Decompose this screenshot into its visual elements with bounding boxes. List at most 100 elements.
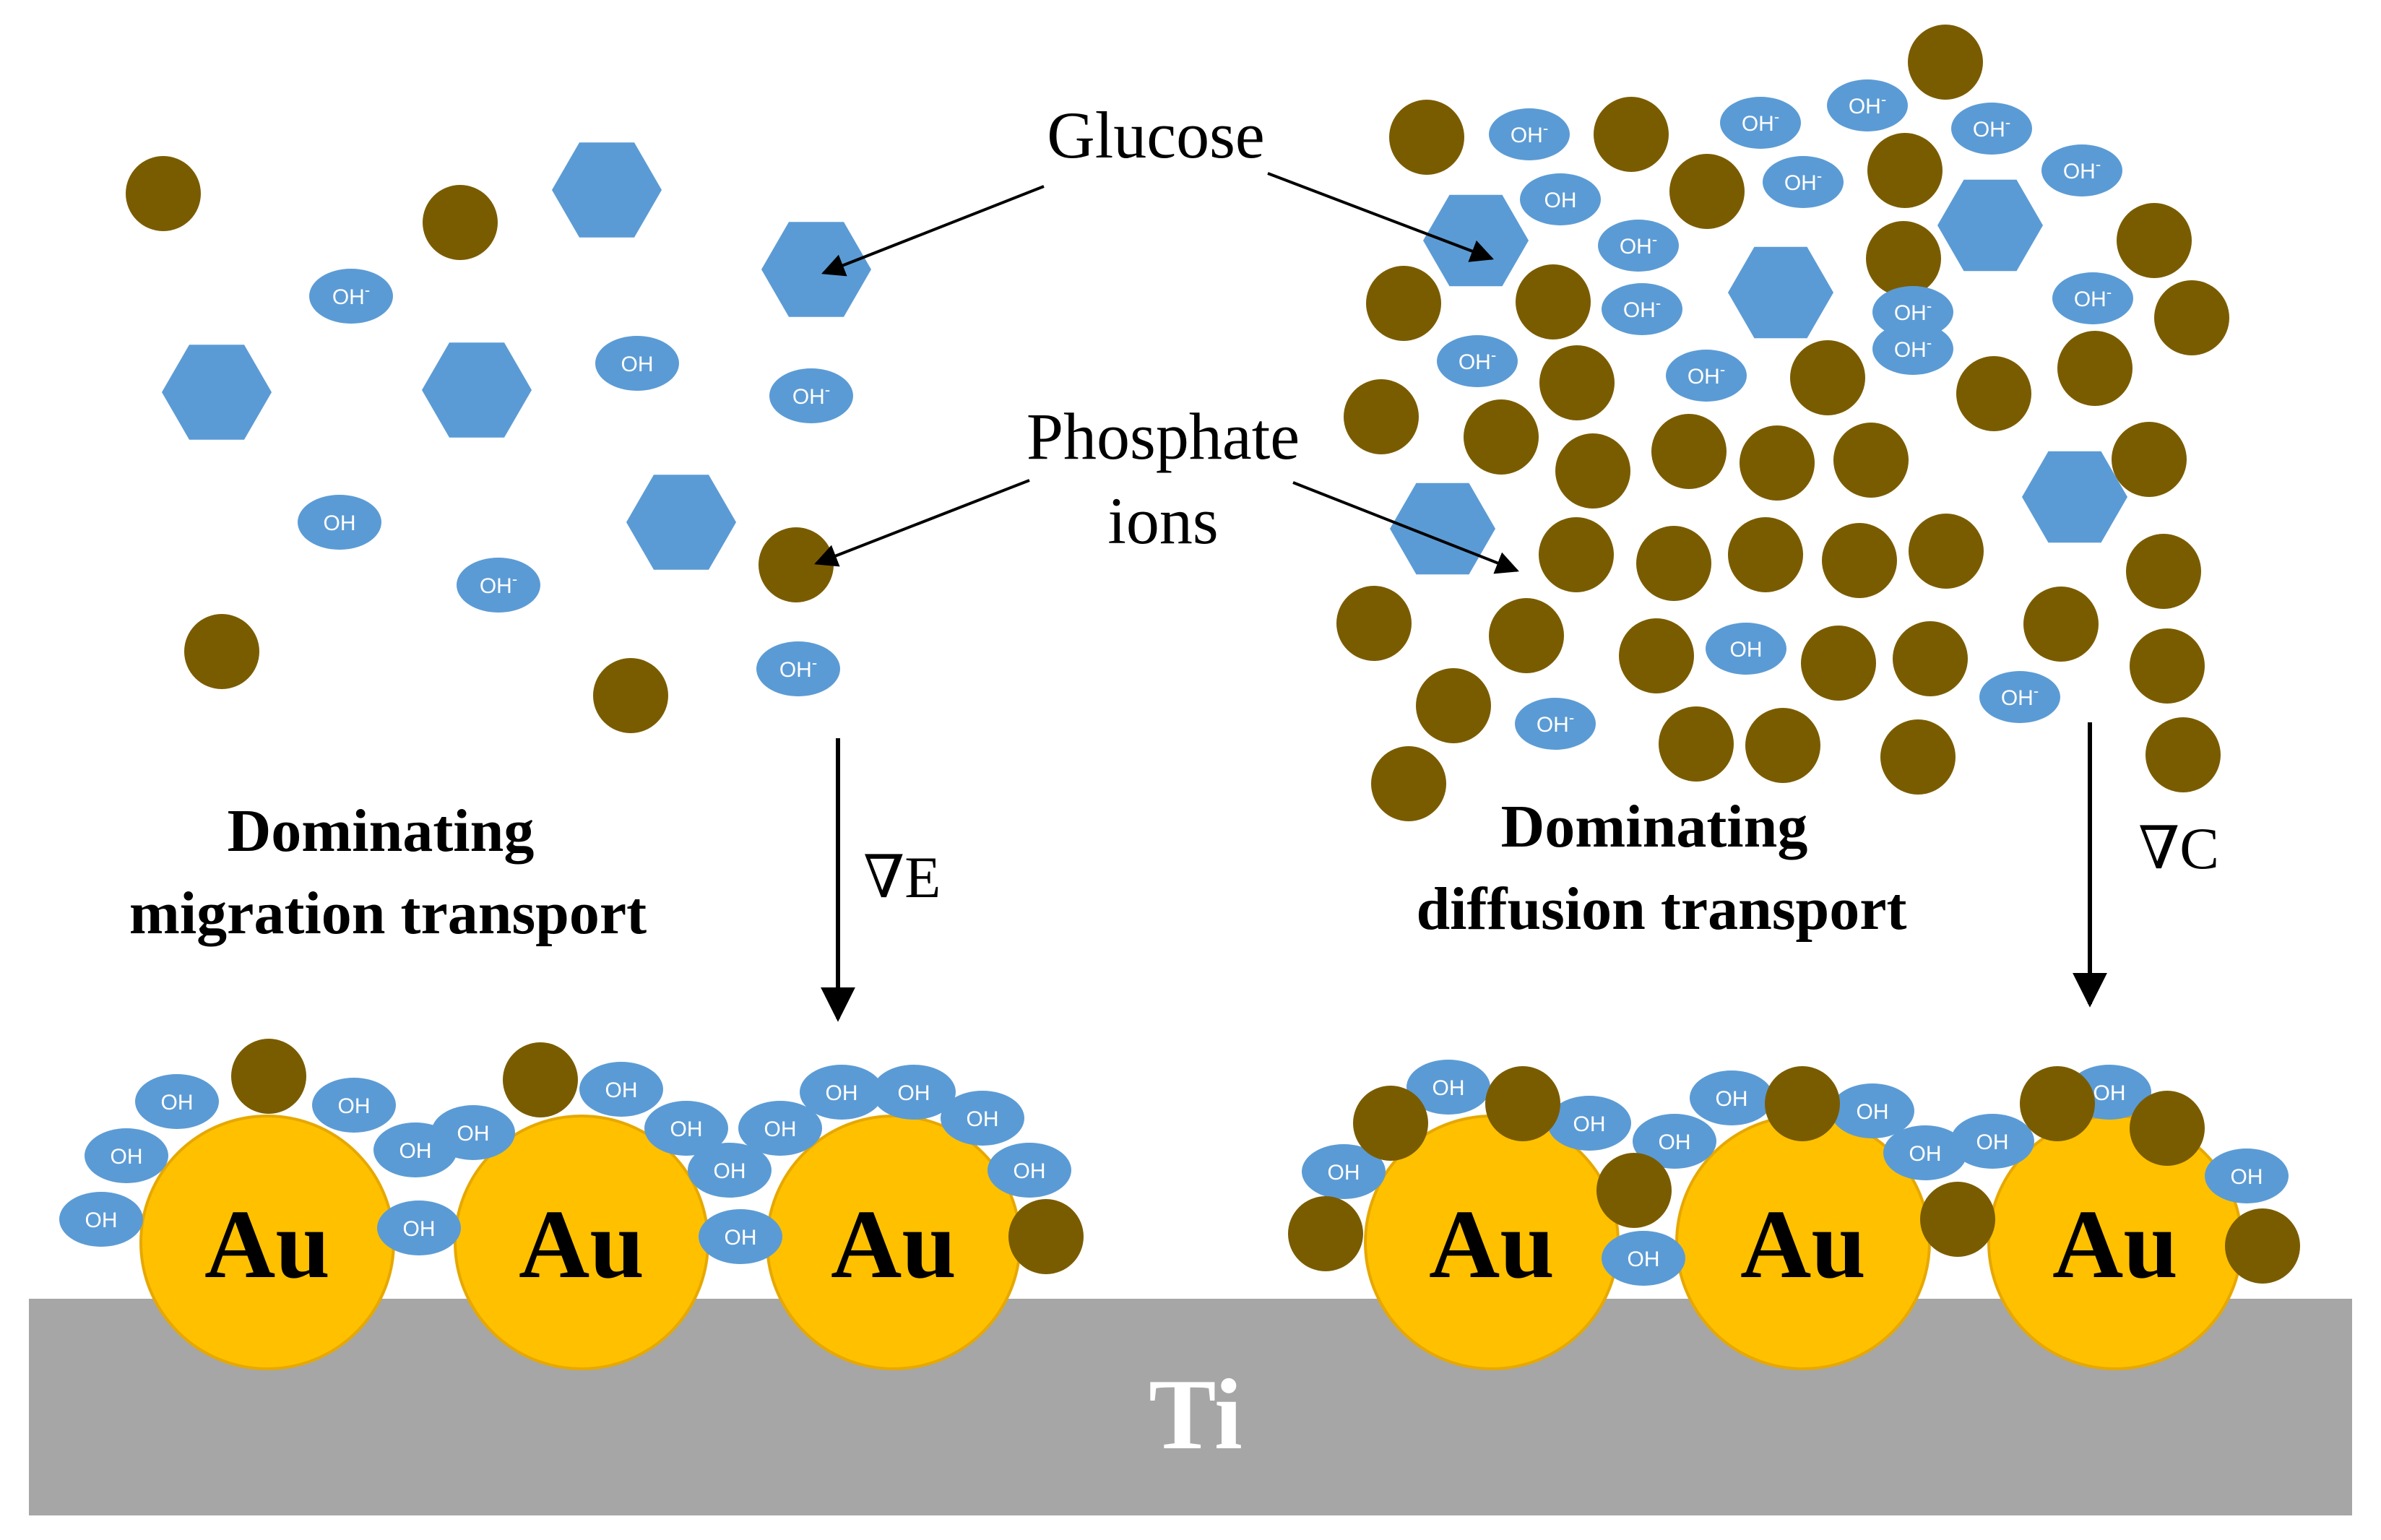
phosphate-ion	[1389, 100, 1464, 175]
hydroxide-charge: -	[2034, 682, 2039, 700]
hydroxide-charge: -	[812, 654, 817, 672]
glucose-molecule	[422, 342, 532, 438]
phosphate-ion	[2112, 422, 2187, 497]
hydroxide-shape	[2041, 144, 2122, 196]
hydroxide-shape	[738, 1101, 822, 1156]
au-label: Au	[1429, 1190, 1555, 1299]
hydroxide-label: OH	[111, 1145, 143, 1169]
hydroxide-label: OH	[967, 1107, 999, 1131]
phosphate-ion	[1651, 414, 1727, 489]
phosphate-label-line1: Phosphate	[1027, 399, 1300, 473]
hydroxide-shape	[1872, 323, 1953, 375]
hydroxide-ion: OH-	[1827, 79, 1908, 131]
phosphate-ion	[1336, 586, 1412, 661]
hydroxide-shape	[1827, 79, 1908, 131]
hydroxide-label: OH	[324, 511, 356, 535]
phosphate-ion	[2130, 1091, 2205, 1166]
phosphate-ion	[1880, 719, 1956, 795]
hydroxide-label: OH-	[1459, 346, 1496, 374]
hydroxide-ion: OH	[579, 1062, 663, 1117]
hydroxide-label: OH	[2231, 1165, 2263, 1189]
hydroxide-label: OH-	[1511, 119, 1548, 147]
hydroxide-label: OH	[725, 1226, 757, 1250]
hydroxide-shape	[1406, 1060, 1490, 1115]
hydroxide-label: OH-	[332, 281, 370, 309]
hydroxide-charge: -	[1927, 297, 1932, 315]
hydroxide-label: OH-	[480, 570, 517, 598]
au-label: Au	[204, 1190, 330, 1299]
phosphate-ion	[1659, 706, 1734, 782]
hydroxide-label: OH	[1433, 1076, 1465, 1100]
hydroxide-ion: OH	[1883, 1125, 1967, 1180]
hydroxide-shape	[1666, 350, 1747, 402]
hydroxide-shape	[1763, 156, 1844, 208]
hydroxide-shape	[431, 1105, 515, 1160]
hydroxide-shape	[1883, 1125, 1967, 1180]
hydroxide-label: OH	[621, 352, 654, 376]
hydroxide-ion: OH-	[769, 368, 853, 423]
phosphate-ion	[2023, 587, 2099, 662]
phosphate-ion	[1740, 425, 1815, 501]
hydroxide-label: OH-	[1784, 167, 1822, 195]
phosphate-ion	[1956, 356, 2031, 431]
au-particle: Au	[766, 1115, 1021, 1370]
hydroxide-shape	[1720, 97, 1801, 149]
phosphate-ion	[2154, 280, 2229, 355]
hydroxide-label: OH	[1659, 1130, 1691, 1154]
hydroxide-ion: OH	[1690, 1070, 1773, 1125]
hydroxide-ion: OH-	[1872, 323, 1953, 375]
au-label: Au	[519, 1190, 644, 1299]
hydroxide-label: OH	[338, 1094, 371, 1118]
hydroxide-shape	[1690, 1070, 1773, 1125]
phosphate-ion	[1594, 97, 1669, 172]
glucose-molecule	[1423, 194, 1529, 287]
glucose-molecule	[2022, 451, 2127, 543]
phosphate-ion	[2126, 534, 2201, 609]
au-particle: Au	[1987, 1115, 2243, 1370]
hydroxide-label: OH-	[1894, 297, 1932, 325]
hydroxide-ion: OH-	[457, 558, 540, 613]
hydroxide-ion: OH-	[756, 641, 840, 696]
phosphate-ion	[503, 1042, 578, 1117]
hydroxide-ion: OH-	[1437, 335, 1518, 387]
phosphate-ion	[1833, 423, 1909, 498]
phosphate-label-line2: ions	[1107, 484, 1218, 558]
phosphate-ion	[2225, 1208, 2300, 1284]
hydroxide-label: OH-	[1742, 108, 1779, 136]
phosphate-ion	[1893, 621, 1968, 696]
hydroxide-ion: OH	[1406, 1060, 1490, 1115]
phosphate-arrow-left	[814, 479, 1030, 567]
hydroxide-ion: OH	[2205, 1148, 2289, 1203]
glucose-molecule	[626, 475, 736, 570]
hydroxide-charge: -	[1774, 108, 1779, 126]
bulk-species: OH-OHOH-OHOH-OH-OH-OH-OH-OH-OH-OHOH-OH-O…	[126, 25, 2229, 821]
phosphate-ion	[231, 1039, 306, 1114]
phosphate-ion	[184, 614, 259, 689]
hydroxide-ion: OH-	[1872, 286, 1953, 338]
hydroxide-shape	[298, 495, 381, 550]
phosphate-ion	[1669, 154, 1745, 229]
hydroxide-ion: OH-	[1763, 156, 1844, 208]
hydroxide-label: OH	[826, 1081, 858, 1105]
hydroxide-shape	[135, 1074, 219, 1129]
hydroxide-label: OH-	[792, 381, 830, 409]
hydroxide-ion: OH	[988, 1143, 1071, 1198]
phosphate-ion	[1485, 1066, 1560, 1141]
hydroxide-label: OH	[85, 1208, 118, 1232]
hydroxide-ion: OH	[85, 1128, 168, 1183]
phosphate-ion	[1867, 133, 1943, 208]
hydroxide-ion: OH	[1547, 1096, 1631, 1151]
hydroxide-ion: OH	[699, 1209, 782, 1264]
hydroxide-shape	[800, 1065, 883, 1120]
glucose-molecule	[1937, 179, 2043, 272]
hydroxide-ion: OH-	[1515, 698, 1596, 750]
hydroxide-label: OH-	[779, 654, 817, 682]
hydroxide-shape	[756, 641, 840, 696]
phosphate-ion	[126, 156, 201, 231]
phosphate-ion	[1790, 340, 1865, 415]
phosphate-ion	[1619, 618, 1694, 693]
glucose-molecule	[552, 142, 662, 238]
glucose-arrow-right	[1267, 172, 1494, 262]
hydroxide-ion: OH	[595, 336, 679, 391]
